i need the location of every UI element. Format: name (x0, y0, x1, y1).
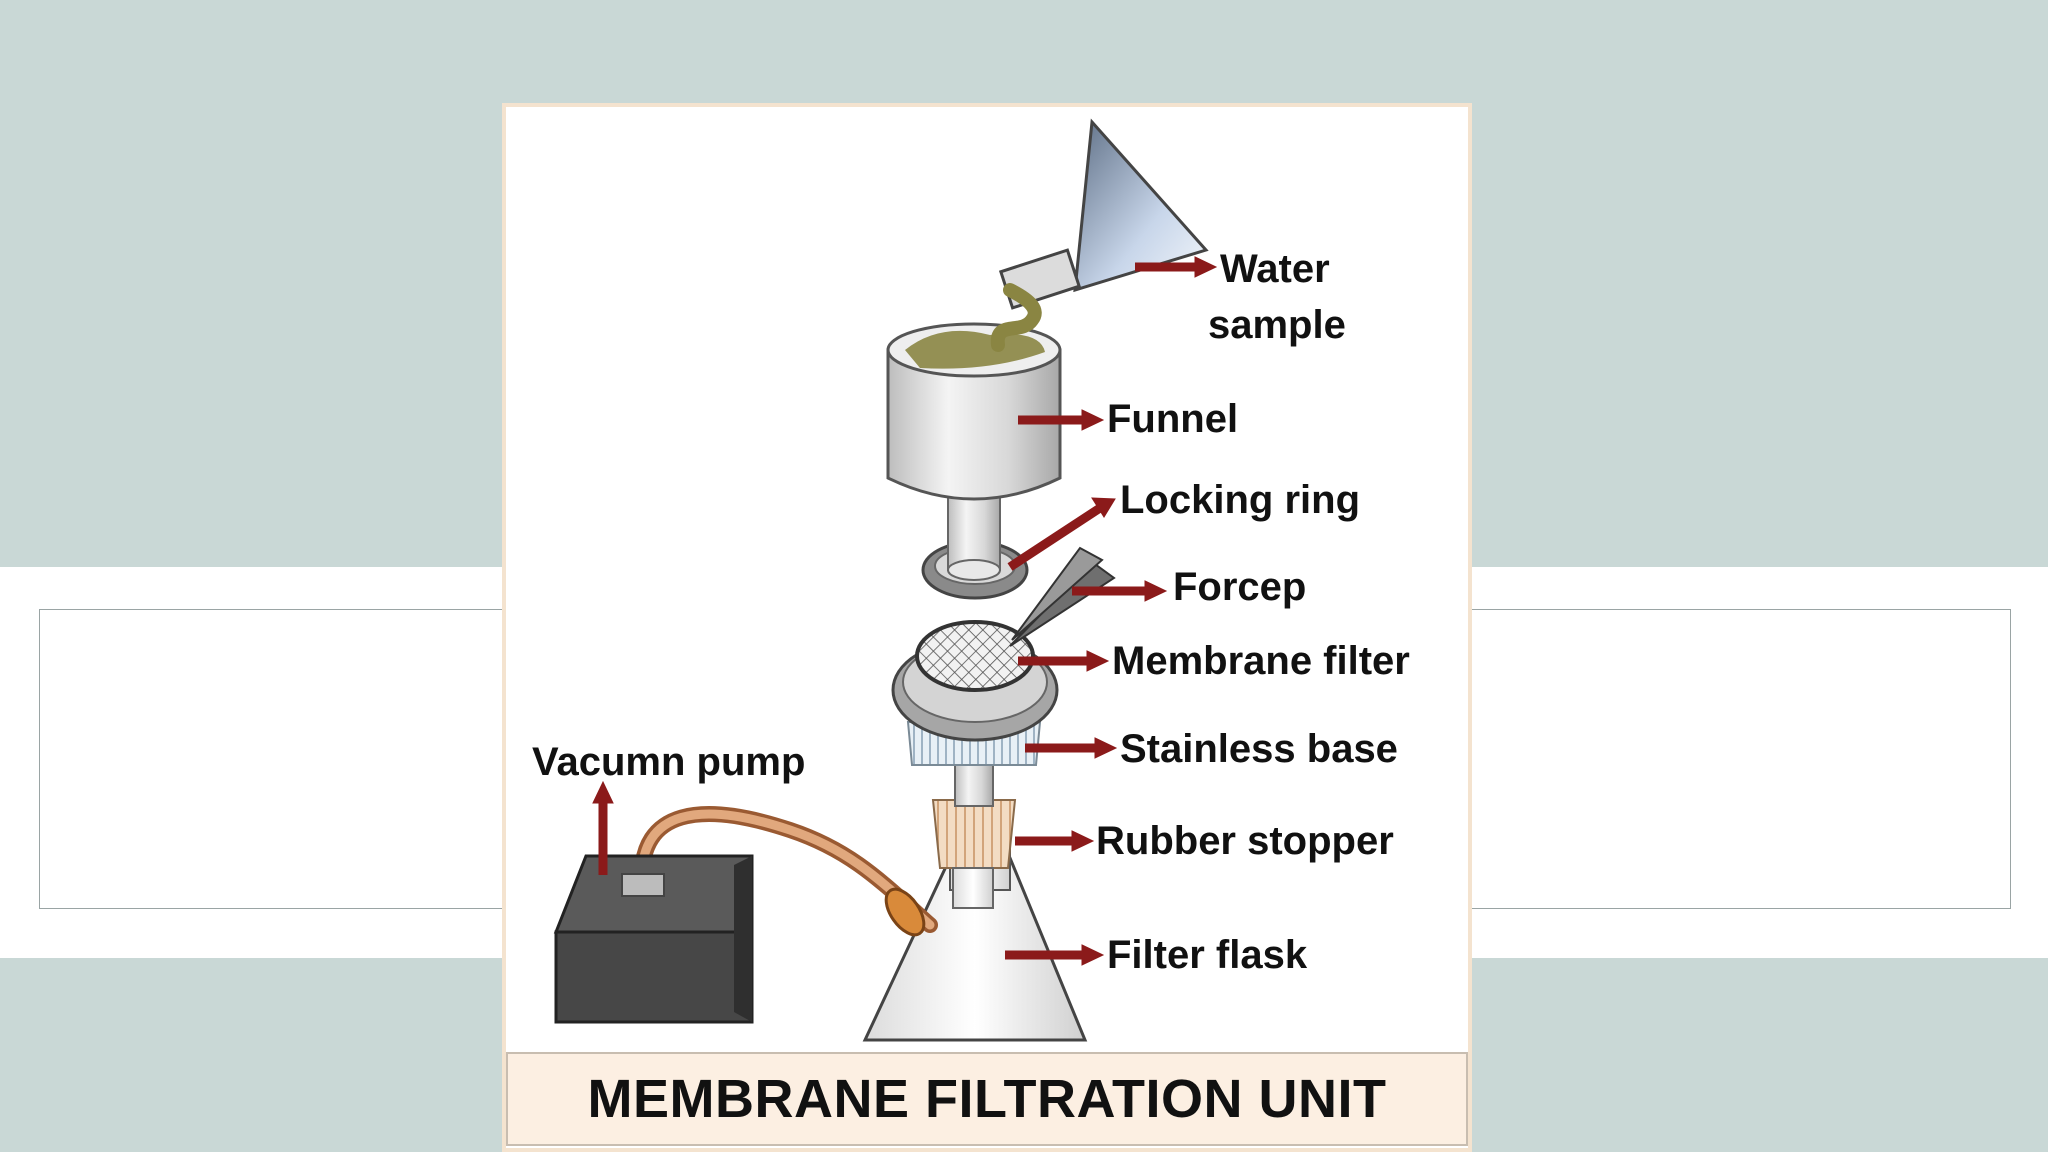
pump-outlet (621, 873, 665, 897)
label-stainless-base: Stainless base (1120, 727, 1398, 771)
label-funnel: Funnel (1107, 397, 1238, 441)
label-water-sample-line1: Water (1220, 247, 1330, 291)
label-filter-flask: Filter flask (1107, 933, 1308, 977)
label-locking-ring: Locking ring (1120, 478, 1360, 522)
figure-title: MEMBRANE FILTRATION UNIT (587, 1069, 1387, 1129)
figure-caption-box: MEMBRANE FILTRATION UNIT (506, 1052, 1468, 1146)
rubber-stopper (931, 799, 1017, 869)
label-membrane-filter: Membrane filter (1112, 639, 1410, 683)
membrane-filter-disc (915, 620, 1035, 692)
funnel-water (905, 330, 1045, 369)
label-vacuum-pump: Vacumn pump (532, 740, 805, 784)
label-water-sample-line2: sample (1208, 303, 1346, 347)
funnel-body (886, 348, 1062, 501)
label-rubber-stopper: Rubber stopper (1096, 819, 1394, 863)
tube-connector (884, 887, 926, 937)
label-arrows (592, 256, 1218, 966)
water-pour (990, 283, 1042, 352)
funnel-stem (947, 494, 1001, 571)
label-forcep: Forcep (1173, 565, 1306, 609)
vacuum-pump (554, 930, 754, 1024)
